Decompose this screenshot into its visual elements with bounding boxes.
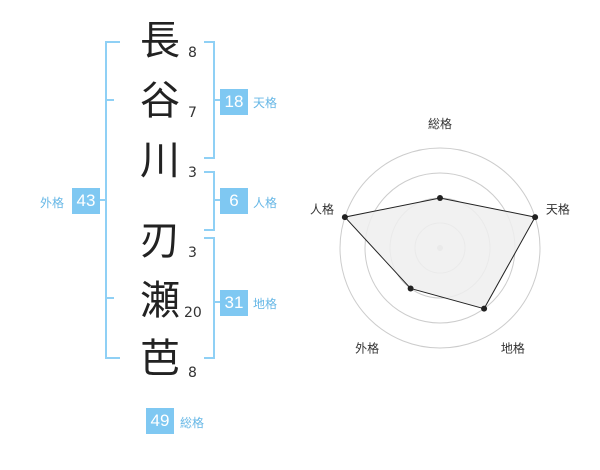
radar-point-2 — [532, 214, 539, 221]
jinkaku-label: 人格 — [253, 196, 278, 210]
name-char-6: 芭 — [140, 336, 180, 382]
radar-axis-label-5: 人格 — [310, 202, 334, 217]
radar-point-1 — [437, 195, 443, 201]
gaikaku-label: 外格 — [40, 196, 65, 210]
radar-axis-label-1: 総格 — [428, 116, 452, 131]
tenkaku-value: 18 — [220, 89, 248, 115]
radar-polygon — [343, 197, 536, 310]
chikaku-label: 地格 — [253, 297, 278, 311]
stroke-count-1: 8 — [188, 45, 197, 61]
radar-point-4 — [407, 285, 414, 292]
radar-axis-label-4: 外格 — [355, 340, 379, 355]
stroke-count-3: 3 — [188, 165, 197, 181]
stroke-count-6: 8 — [188, 365, 197, 381]
name-char-2: 谷 — [140, 78, 180, 124]
chikaku-value: 31 — [220, 290, 248, 316]
soukaku-label: 総格 — [180, 416, 205, 430]
radar-point-5 — [341, 214, 348, 221]
stroke-count-4: 3 — [188, 245, 197, 261]
name-char-1: 長 — [140, 18, 180, 64]
radar-axis-label-2: 天格 — [546, 202, 570, 217]
radar-axis-label-3: 地格 — [501, 340, 525, 355]
radar-point-3 — [481, 305, 488, 312]
name-char-4: 刃 — [140, 218, 180, 264]
stroke-count-5: 20 — [184, 305, 202, 321]
gaikaku-value: 43 — [72, 188, 100, 214]
name-char-5: 瀬 — [140, 278, 180, 324]
jinkaku-value: 6 — [220, 188, 248, 214]
stroke-count-2: 7 — [188, 105, 197, 121]
tenkaku-label: 天格 — [253, 96, 278, 110]
name-char-3: 川 — [140, 138, 180, 184]
soukaku-value: 49 — [146, 408, 174, 434]
radar-ring-4 — [339, 147, 541, 349]
